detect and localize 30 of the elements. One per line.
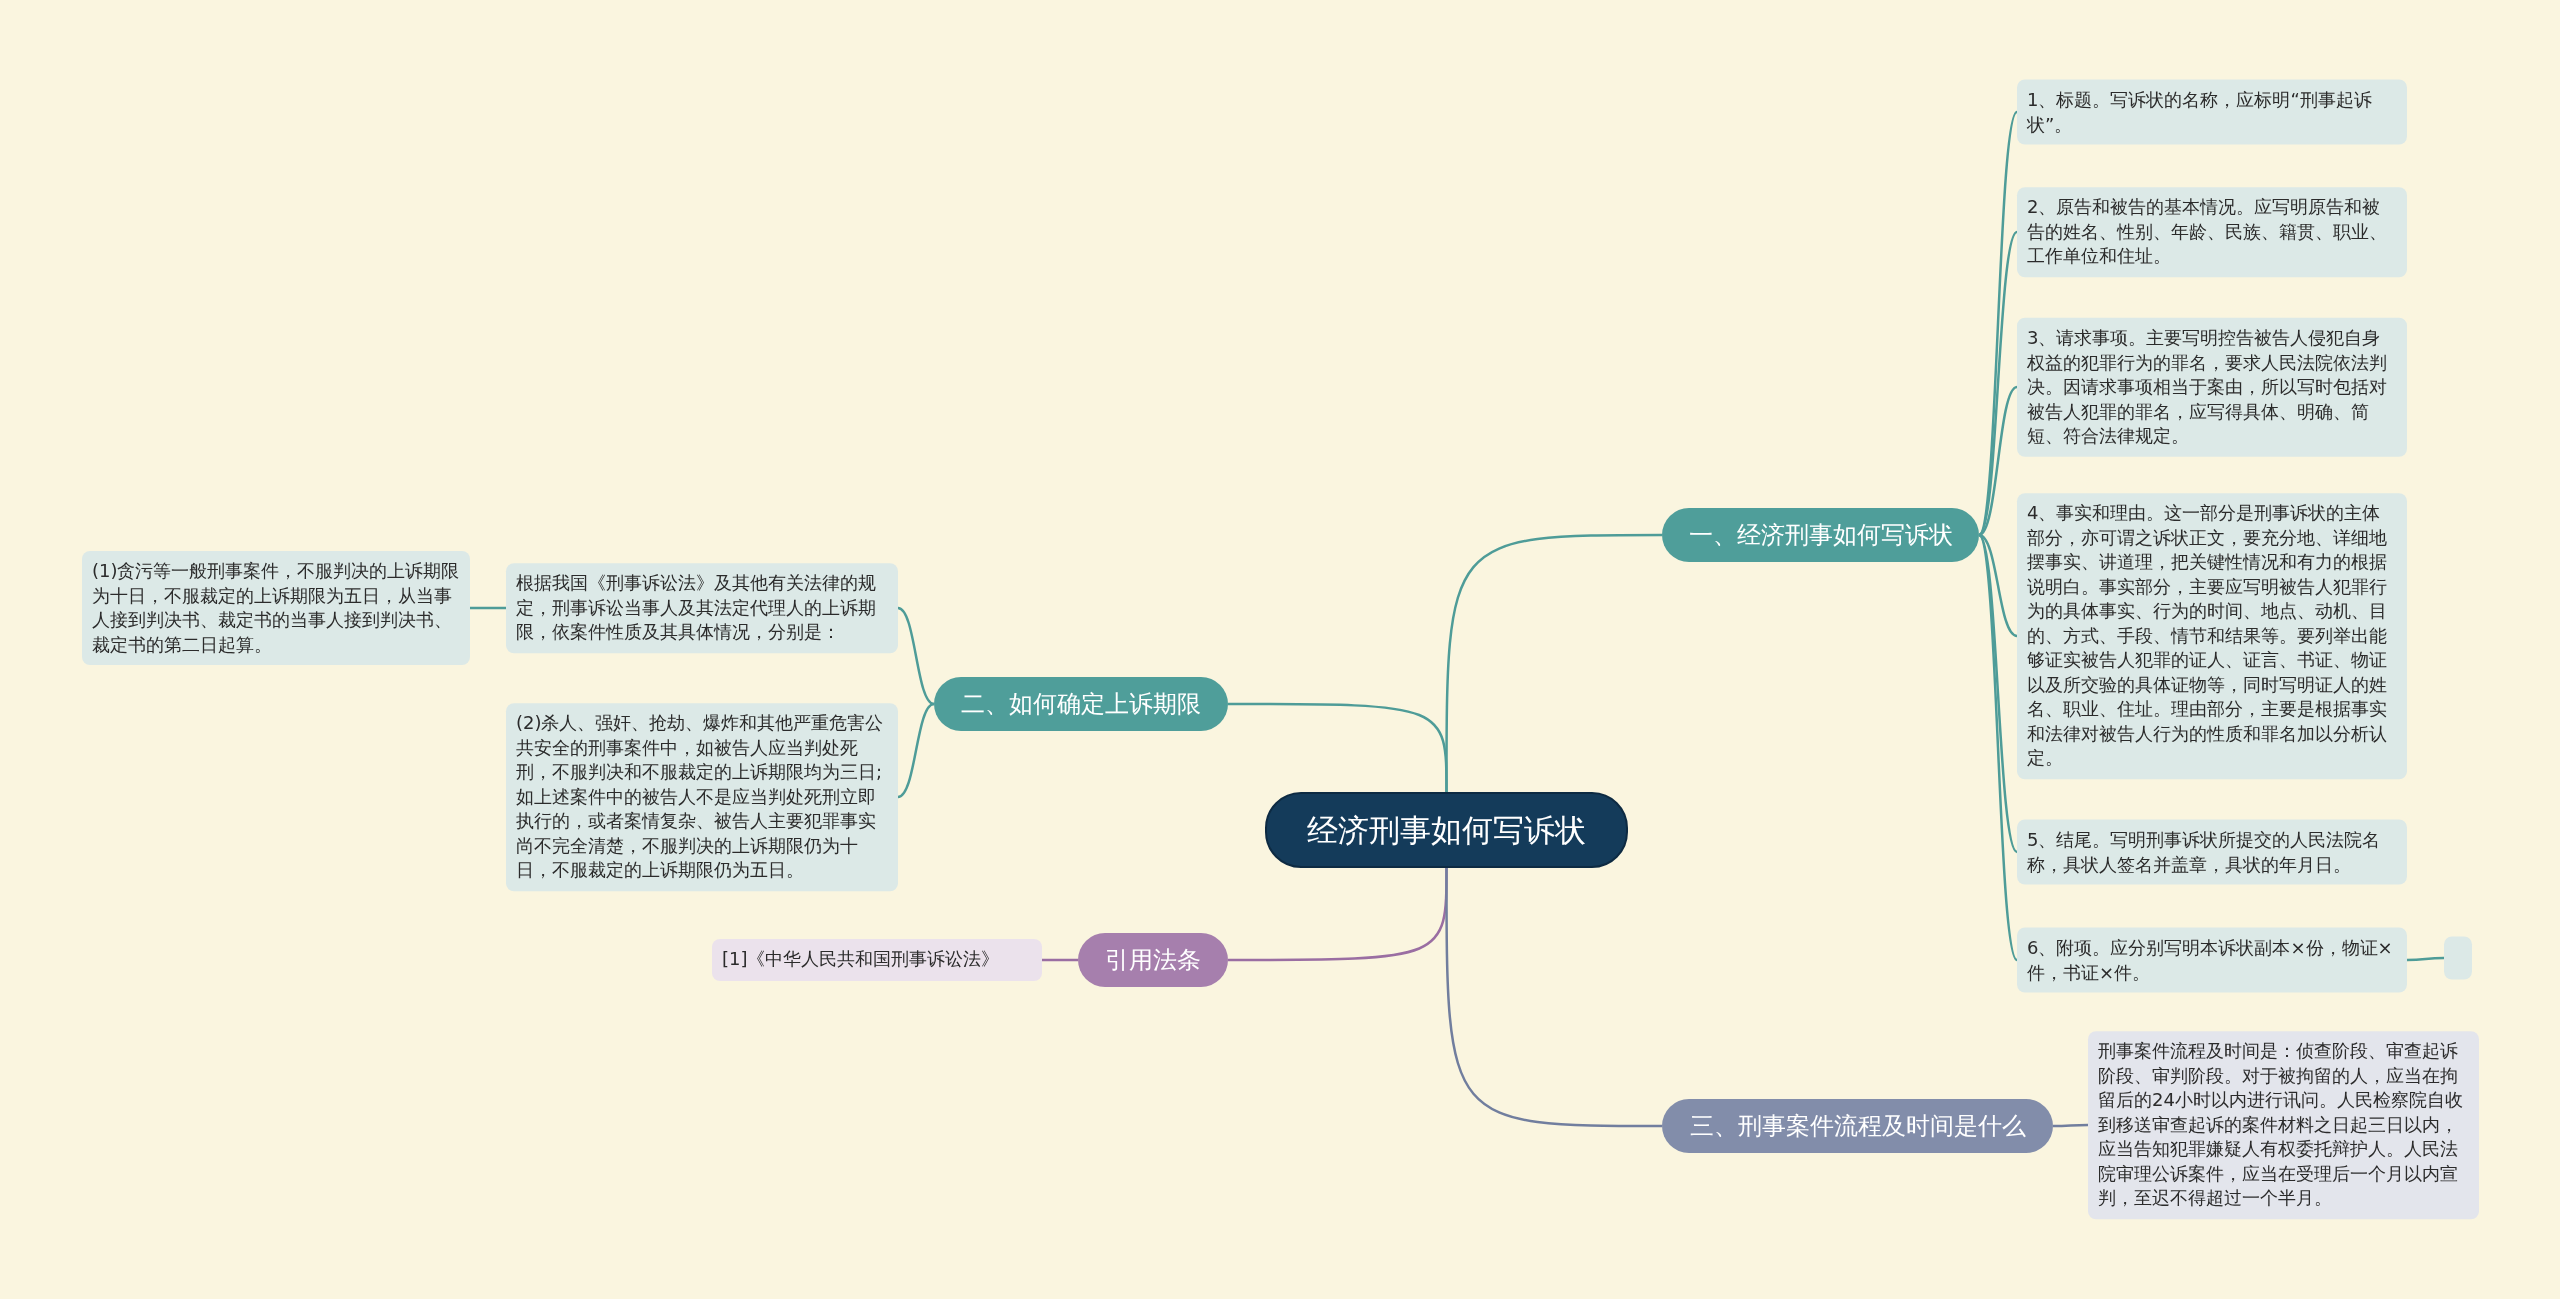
connector-line [1977,534,2019,853]
connector-line [1228,702,1448,792]
connector-line [2407,956,2444,962]
subtopic-card: (1)贪污等一般刑事案件，不服判决的上诉期限为十日，不服裁定的上诉期限为五日，从当事人接到判决书、裁定书的当事人接到判决书、裁定书的第二日起算。 [82,551,470,665]
connector-line [1977,534,2019,961]
subtopic-card: 刑事案件流程及时间是：侦查阶段、审查起诉阶段、审判阶段。对于被拘留的人，应当在拘留后的24小时以内进行讯问。人民检察院自收到移送审查起诉的案件材料之日起三日以内，应当告知犯罪嫌疑人有权委托辩护人。人民法院审理公诉案件，应当在受理后一个月以内宣判，至迟不得超过一个半月。 [2088,1031,2479,1219]
branch-topic: 三、刑事案件流程及时间是什么 [1662,1099,2053,1153]
subtopic-card: (2)杀人、强奸、抢劫、爆炸和其他严重危害公共安全的刑事案件中，如被告人应当判处死刑，不服判决和不服裁定的上诉期限均为三日;如上述案件中的被告人不是应当判处死刑立即执行的，或者案情复杂、被告人主要犯罪事实尚不完全清楚，不服判决的上诉期限仍为十日，不服裁定的上诉期限仍为五日。 [506,703,898,891]
branch-topic: 一、经济刑事如何写诉状 [1662,508,1979,562]
central-topic: 经济刑事如何写诉状 [1265,792,1628,868]
connector-line [1978,385,2018,537]
subtopic-card: 3、请求事项。主要写明控告被告人侵犯自身权益的犯罪行为的罪名，要求人民法院依法判决。因请求事项相当于案由，所以写时包括对被告人犯罪的罪名，应写得具体、明确、简短、符合法律规定。 [2017,317,2407,457]
empty-topic-card [2444,936,2472,980]
connector-line [1445,868,1662,1128]
subtopic-card: 1、标题。写诉状的名称，应标明“刑事起诉状”。 [2017,79,2407,145]
connector-line [1977,111,2019,536]
connector-line [470,606,506,610]
connector-line [897,702,935,799]
subtopic-card: 根据我国《刑事诉讼法》及其他有关法律的规定，刑事诉讼当事人及其法定代理人的上诉期限，依案件性质及其具体情况，分别是： [506,563,898,653]
connector-line [897,606,935,706]
subtopic-card: [1]《中华人民共和国刑事诉讼法》 [712,939,1042,981]
subtopic-card: 6、附项。应分别写明本诉状副本×份，物证×件，书证×件。 [2017,927,2407,993]
subtopic-card: 5、结尾。写明刑事诉状所提交的人民法院名称，具状人签名并盖章，具状的年月日。 [2017,819,2407,885]
connector-line [1978,533,2018,638]
subtopic-card: 2、原告和被告的基本情况。应写明原告和被告的姓名、性别、年龄、民族、籍贯、职业、工作单位和住址。 [2017,187,2407,277]
branch-topic: 引用法条 [1078,933,1228,987]
connector-line [2053,1123,2088,1128]
branch-topic: 二、如何确定上诉期限 [934,677,1228,731]
subtopic-card: 4、事实和理由。这一部分是刑事诉状的主体部分，亦可谓之诉状正文，要充分地、详细地摆事实、讲道理，把关键性情况和有力的根据说明白。事实部分，主要应写明被告人犯罪行为的具体事实、行为的时间、地点、动机、目的、方式、手段、情节和结果等。要列举出能够证实被告人犯罪的证人、证言、书证、物证以及所交验的具体证物等，同时写明证人的姓名、职业、住址。理由部分，主要是根据事实和法律对被告人行为的性质和罪名加以分析认定。 [2017,493,2407,779]
connector-line [1042,958,1078,962]
